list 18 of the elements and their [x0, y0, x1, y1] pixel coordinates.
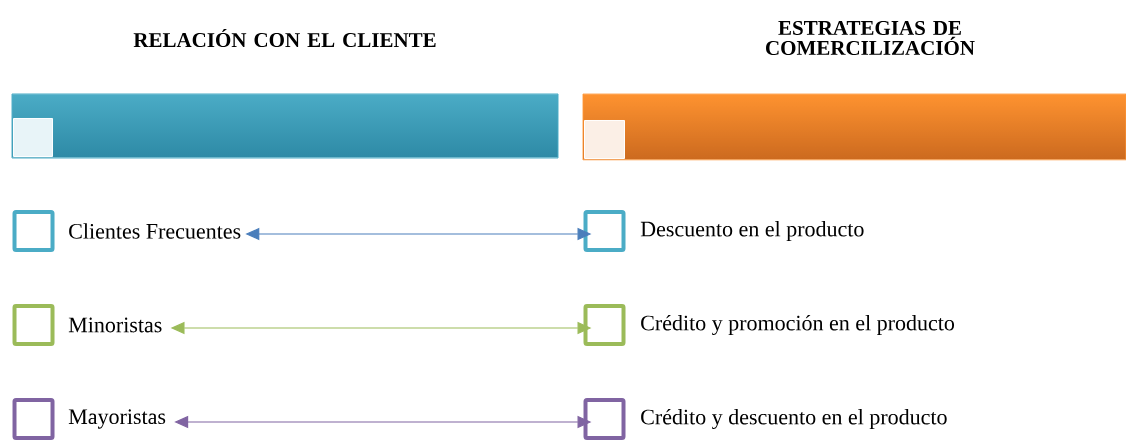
node-label: RELACIÓN CON EL CLIENTE: [133, 28, 436, 48]
header-bar: RELACIÓN CON EL CLIENTE: [11, 28, 559, 159]
square-bullet: Descuento en el producto: [583, 210, 864, 252]
node-label: Crédito y descuento en el producto: [641, 408, 947, 430]
item-label: Clientes Frecuentes: [69, 223, 241, 239]
header-bar: ESTRATEGIAS DE COMERCILIZACIÓN: [582, 20, 1126, 161]
square-bullet: [12, 210, 55, 252]
node-label: ESTRATEGIAS DE COMERCILIZACIÓN: [766, 20, 975, 56]
node-label: Descuento en el producto: [640, 221, 864, 241]
square-bullet: Crédito y descuento en el producto: [583, 398, 947, 440]
item-label: Mayoristas: [68, 409, 166, 429]
square-bullet: [12, 398, 55, 440]
square-bullet: Crédito y promoción en el producto: [583, 304, 955, 346]
item-label: Minoristas: [68, 317, 162, 333]
node-label: Crédito y promoción en el producto: [641, 314, 955, 336]
small-square: [584, 120, 625, 159]
small-square: [13, 118, 53, 157]
square-bullet: [12, 304, 55, 346]
